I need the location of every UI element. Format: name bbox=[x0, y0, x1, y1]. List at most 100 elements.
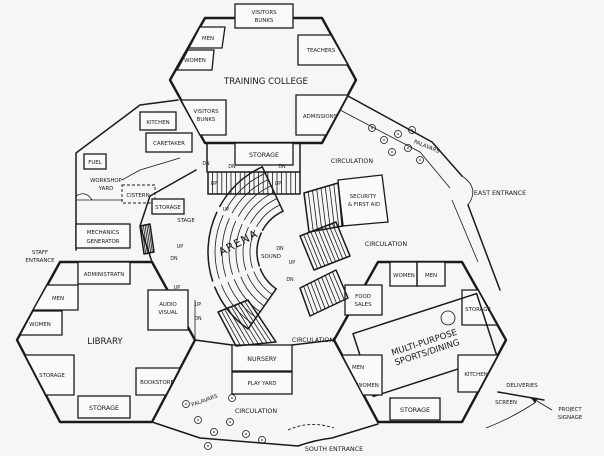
men-lower-label: MEN bbox=[352, 365, 364, 371]
tree-icon bbox=[228, 394, 236, 402]
stair-tread bbox=[234, 305, 259, 344]
stair-tread bbox=[237, 303, 264, 344]
stair-tread bbox=[307, 191, 314, 232]
storage-left-room bbox=[23, 354, 75, 396]
fuel-label: FUEL bbox=[88, 160, 101, 166]
storage-top-room bbox=[234, 142, 294, 166]
stair-label: UP bbox=[275, 181, 282, 187]
tree-icon bbox=[380, 136, 388, 144]
tree-icon bbox=[226, 418, 234, 426]
seating-row bbox=[221, 218, 230, 277]
seating-row bbox=[256, 232, 262, 267]
women-top-room bbox=[175, 49, 215, 71]
nursery-label: NURSERY bbox=[247, 356, 277, 363]
stair-tread bbox=[303, 234, 318, 269]
tree-trunk-dot bbox=[231, 397, 233, 399]
mechanics-generator-label: MECHANICS bbox=[87, 230, 120, 236]
tree-trunk-dot bbox=[261, 439, 263, 441]
east-inner-wall bbox=[451, 199, 479, 263]
tree-trunk-dot bbox=[245, 433, 247, 435]
stair-tread bbox=[324, 186, 331, 229]
stair-label: UP bbox=[223, 207, 230, 213]
storage-bottom-right-label: STORAGE bbox=[400, 407, 430, 414]
kitchen-top-room bbox=[139, 111, 177, 131]
tree-icon bbox=[242, 430, 250, 438]
staff-entrance-label: ENTRANCE bbox=[25, 258, 55, 264]
stair-label: UP bbox=[177, 244, 184, 250]
tree-trunk-dot bbox=[397, 133, 399, 135]
men-top-label: MEN bbox=[202, 36, 214, 42]
food-sales-label: SALES bbox=[354, 302, 372, 308]
stair-tread bbox=[224, 309, 246, 346]
seating-row bbox=[246, 273, 269, 301]
stair-tread bbox=[310, 231, 326, 266]
east-entrance-door-swing bbox=[461, 175, 474, 206]
south-entrance-wall bbox=[297, 423, 379, 447]
tree-trunk-dot bbox=[229, 421, 231, 423]
kitchen-lower-label: KITCHEN bbox=[464, 372, 487, 378]
tree-icon bbox=[194, 416, 202, 424]
men-left-room bbox=[31, 284, 79, 311]
food-sales-label: FOOD bbox=[355, 294, 371, 300]
stair-tread bbox=[332, 271, 345, 300]
tree-icon bbox=[416, 156, 424, 164]
tree-icon bbox=[182, 400, 190, 408]
east-entrance-label: EAST ENTRANCE bbox=[474, 190, 526, 197]
project-signage-label: SIGNAGE bbox=[558, 415, 583, 421]
kitchen-top-label: KITCHEN bbox=[146, 120, 169, 126]
workshop-yard-label: WORKSHOP bbox=[90, 178, 123, 184]
stair-tread bbox=[317, 228, 333, 264]
mechanics-generator-room bbox=[75, 223, 131, 249]
women-left-label: WOMEN bbox=[29, 322, 51, 328]
stair-tread bbox=[240, 302, 268, 344]
men-right-label: MEN bbox=[425, 273, 437, 279]
stair-label: DN bbox=[276, 246, 284, 252]
stair-tread bbox=[317, 278, 330, 308]
stair-tread bbox=[303, 286, 315, 315]
visitors-bunks-label: BUNKS bbox=[197, 117, 216, 123]
audio-visual-label: AUDIO bbox=[159, 302, 177, 308]
administration-label: ADMINISTRATN bbox=[84, 272, 125, 278]
storage-bottom-left-room bbox=[77, 395, 131, 419]
circulation-east-label: CIRCULATION bbox=[365, 241, 407, 248]
staff-entrance-label: STAFF bbox=[32, 250, 48, 256]
seating-edge bbox=[247, 288, 277, 330]
security-label: SECURITY bbox=[350, 194, 377, 200]
storage-bottom-left-label: STORAGE bbox=[89, 405, 119, 412]
palavar-trees bbox=[182, 124, 424, 450]
stage-label: STAGE bbox=[177, 218, 195, 224]
stair-tread bbox=[320, 187, 327, 230]
seating-row bbox=[233, 279, 261, 313]
north-stair-block bbox=[207, 171, 301, 195]
circulation-south-label: CIRCULATION bbox=[235, 408, 277, 415]
men-top-room bbox=[187, 26, 226, 49]
stair-tread bbox=[141, 225, 147, 254]
stair-tread bbox=[314, 280, 326, 309]
stair-label: UP bbox=[195, 302, 202, 308]
stair-tread bbox=[146, 224, 152, 253]
security-label: & FIRST AID bbox=[348, 202, 380, 208]
training-college-hexagon bbox=[168, 16, 358, 145]
visitors-bunks-top-label: VISITORS bbox=[252, 10, 278, 16]
court-center-circle bbox=[440, 310, 456, 326]
caretaker-room bbox=[145, 132, 193, 153]
visitors-bunks-top-room bbox=[234, 3, 294, 29]
northwest-wall bbox=[75, 99, 179, 251]
training-college-title: TRAINING COLLEGE bbox=[223, 77, 308, 87]
storage-right-room bbox=[461, 289, 499, 326]
bookstore-label: BOOKSTORE bbox=[140, 380, 174, 386]
stair-label: DN bbox=[278, 164, 286, 170]
seating-row bbox=[261, 210, 284, 231]
seating-row bbox=[259, 268, 277, 290]
kitchen-lower-room bbox=[457, 354, 500, 393]
seating-row bbox=[207, 211, 218, 282]
tree-icon bbox=[204, 442, 212, 450]
tree-icon bbox=[408, 126, 416, 134]
visitors-bunks-top-label: BUNKS bbox=[255, 18, 274, 24]
stair-tread bbox=[220, 310, 241, 346]
stair-label: UP bbox=[211, 181, 218, 187]
sound-label: SOUND bbox=[261, 254, 281, 260]
seating-row bbox=[214, 286, 249, 330]
stair-label: DN bbox=[286, 277, 294, 283]
stair-label: UP bbox=[289, 260, 296, 266]
